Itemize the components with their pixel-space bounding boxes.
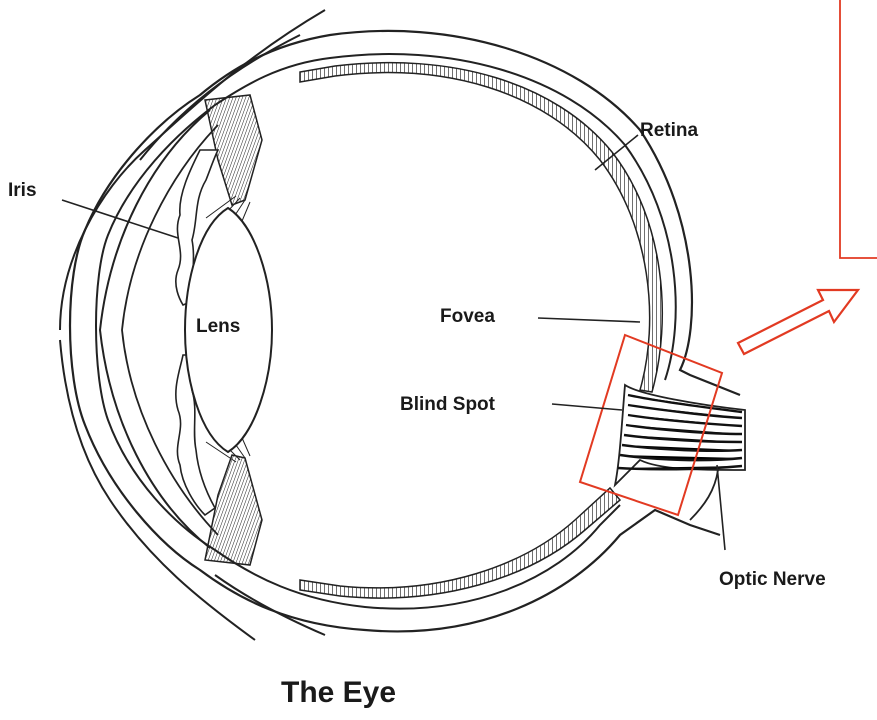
label-optic-nerve: Optic Nerve [719,569,826,590]
label-lens: Lens [196,316,240,337]
label-iris: Iris [8,180,37,201]
ciliary-body-lower [205,455,262,565]
blind-spot-leader [552,404,622,410]
retina-band [300,63,662,392]
diagram-title: The Eye [281,676,396,709]
zoom-callout-frame [840,0,877,258]
optic-nerve-leader [717,465,725,550]
retina-band-lower [300,488,620,598]
label-retina: Retina [640,120,699,141]
fovea-leader [538,318,640,322]
label-blind-spot: Blind Spot [400,394,496,415]
callout-arrow-icon [738,290,858,354]
label-fovea: Fovea [440,306,495,327]
